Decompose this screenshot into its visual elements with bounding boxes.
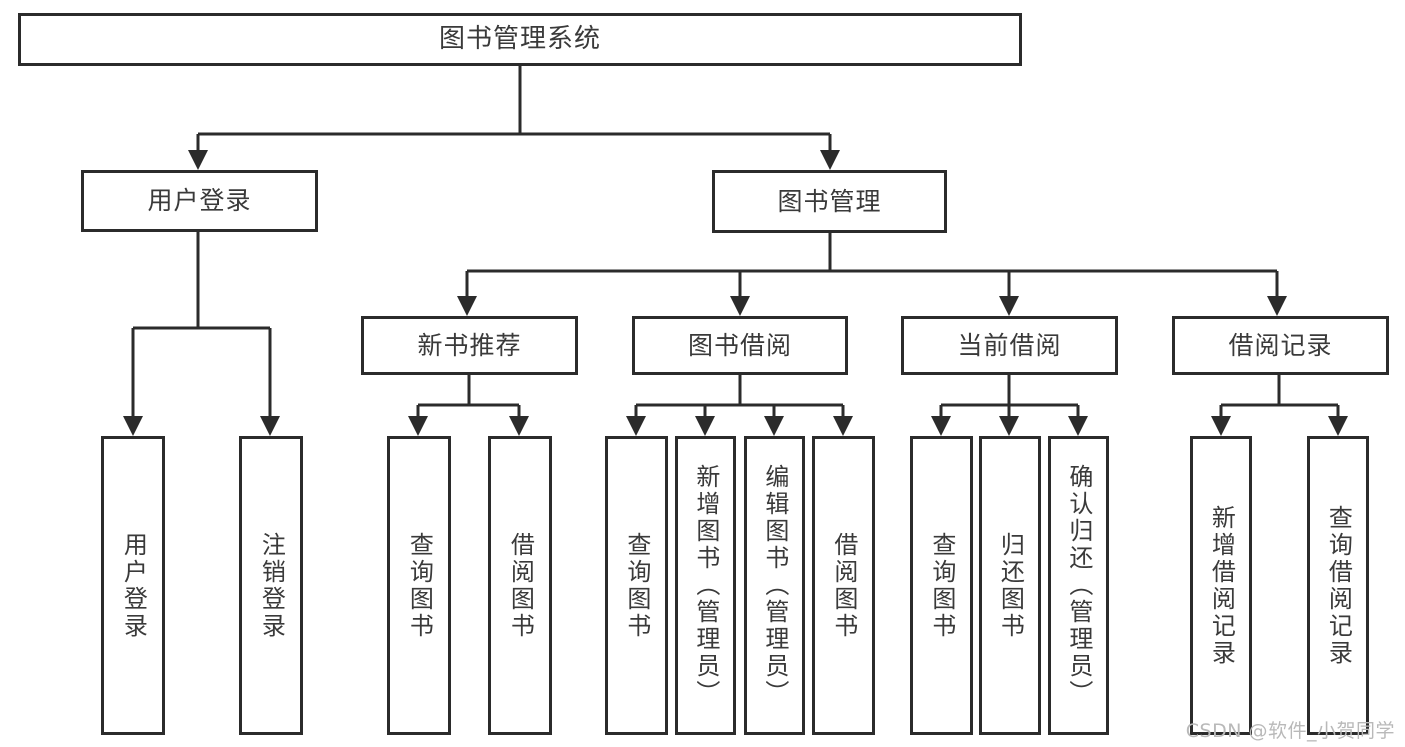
node-label: 编辑图书（管理员）	[760, 464, 789, 707]
arrowhead-leaf-user-login	[123, 416, 143, 436]
arrowhead-cb-child2	[999, 416, 1019, 436]
node-leaf-add-borrow-record[interactable]: 新增借阅记录	[1190, 436, 1252, 735]
arrowhead-bb-child4	[833, 416, 853, 436]
node-label: 新书推荐	[417, 330, 522, 360]
node-new-book-recommend[interactable]: 新书推荐	[361, 316, 578, 375]
node-book-borrow[interactable]: 图书借阅	[632, 316, 848, 375]
node-label: 归还图书	[996, 531, 1025, 640]
arrowhead-bb-child3	[764, 416, 784, 436]
node-label: 图书管理系统	[438, 24, 601, 55]
arrowhead-cb-child3	[1068, 416, 1088, 436]
node-leaf-user-login[interactable]: 用户登录	[101, 436, 165, 735]
node-label: 借阅图书	[506, 531, 535, 640]
arrowhead-br-child1	[1211, 416, 1231, 436]
node-leaf-query-book-current[interactable]: 查询图书	[910, 436, 973, 735]
node-borrow-record[interactable]: 借阅记录	[1172, 316, 1389, 375]
node-label: 查询借阅记录	[1324, 504, 1353, 667]
node-label: 用户登录	[119, 531, 148, 640]
node-label: 注销登录	[257, 531, 286, 640]
arrowhead-current-borrow	[999, 296, 1019, 316]
arrowhead-user-login	[188, 150, 208, 170]
arrowhead-new-book	[457, 296, 477, 316]
arrowhead-nb-child2	[509, 416, 529, 436]
node-leaf-query-book-borrow[interactable]: 查询图书	[605, 436, 668, 735]
node-leaf-logout[interactable]: 注销登录	[239, 436, 303, 735]
arrowhead-borrow-record	[1267, 296, 1287, 316]
node-label: 查询图书	[927, 531, 956, 640]
arrowhead-br-child2	[1328, 416, 1348, 436]
node-current-borrow[interactable]: 当前借阅	[901, 316, 1118, 375]
node-book-management[interactable]: 图书管理	[712, 170, 947, 233]
node-leaf-add-book-admin[interactable]: 新增图书（管理员）	[675, 436, 736, 735]
node-leaf-confirm-return-admin[interactable]: 确认归还（管理员）	[1048, 436, 1109, 735]
node-label: 查询图书	[405, 531, 434, 640]
arrowhead-bb-child1	[626, 416, 646, 436]
node-label: 当前借阅	[957, 330, 1062, 360]
node-leaf-return-book[interactable]: 归还图书	[979, 436, 1041, 735]
arrowhead-bb-child2	[695, 416, 715, 436]
node-root-book-management-system[interactable]: 图书管理系统	[18, 13, 1022, 66]
arrowhead-leaf-logout	[260, 416, 280, 436]
node-label: 图书管理	[777, 186, 882, 216]
node-label: 借阅记录	[1228, 330, 1333, 360]
node-label: 图书借阅	[687, 330, 792, 360]
node-leaf-query-book-recommend[interactable]: 查询图书	[387, 436, 451, 735]
arrowhead-cb-child1	[931, 416, 951, 436]
node-label: 借阅图书	[829, 531, 858, 640]
node-leaf-borrow-book[interactable]: 借阅图书	[812, 436, 875, 735]
node-label: 新增图书（管理员）	[691, 464, 720, 707]
arrowhead-book-manage	[820, 150, 840, 170]
watermark-text: CSDN @软件_小贺同学	[1185, 720, 1395, 742]
node-leaf-query-borrow-record[interactable]: 查询借阅记录	[1307, 436, 1369, 735]
node-label: 用户登录	[147, 186, 252, 216]
node-leaf-borrow-book-recommend[interactable]: 借阅图书	[488, 436, 552, 735]
arrowhead-book-borrow	[730, 296, 750, 316]
node-leaf-edit-book-admin[interactable]: 编辑图书（管理员）	[744, 436, 805, 735]
node-label: 新增借阅记录	[1207, 504, 1236, 667]
node-user-login[interactable]: 用户登录	[81, 170, 318, 232]
node-label: 确认归还（管理员）	[1064, 464, 1093, 707]
arrowhead-nb-child1	[408, 416, 428, 436]
node-label: 查询图书	[622, 531, 651, 640]
